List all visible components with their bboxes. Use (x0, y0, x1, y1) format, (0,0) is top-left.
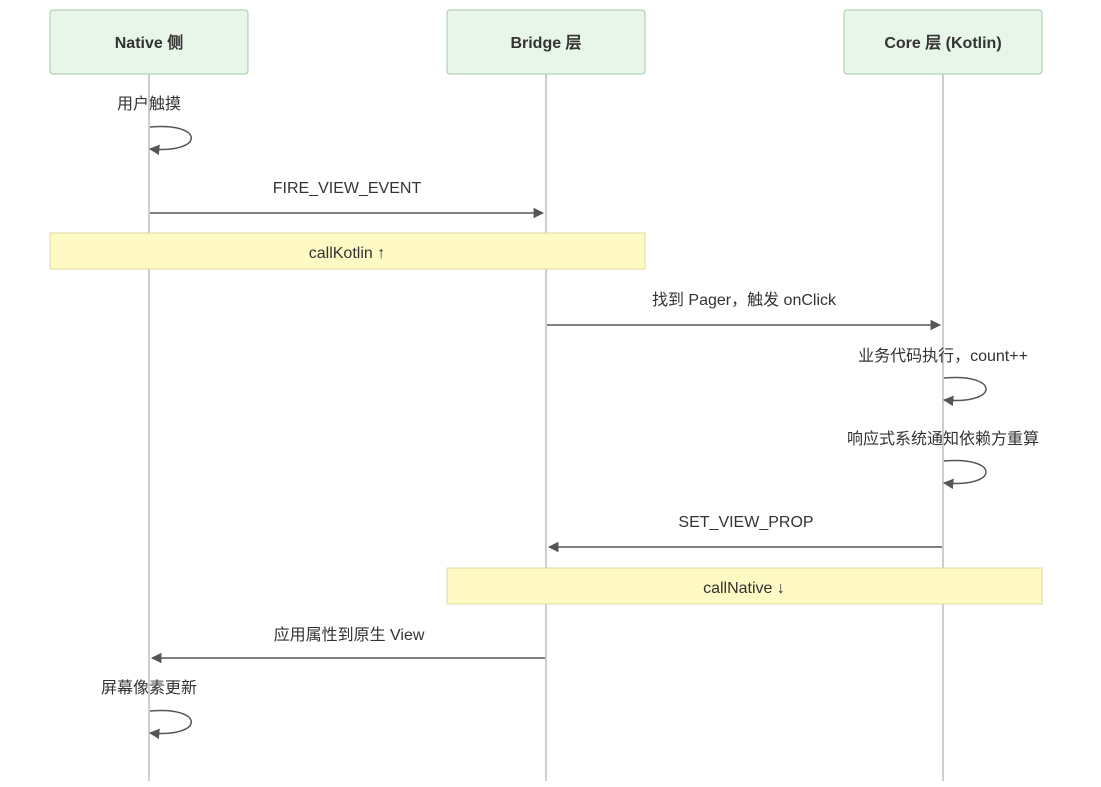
self-message-label: 用户触摸 (117, 95, 181, 113)
message-apply-props-to-view: 应用属性到原生 View (150, 625, 545, 664)
message-label: 找到 Pager，触发 onClick (652, 291, 837, 309)
message-label: 应用属性到原生 View (274, 625, 425, 644)
self-message-reactive-recompute: 响应式系统通知依赖方重算 (847, 429, 1039, 490)
note-label: callKotlin ↑ (309, 245, 385, 262)
self-message-screen-update: 屏幕像素更新 (101, 679, 197, 740)
actor-native: Native 侧 (49, 9, 249, 75)
message-set-view-prop: SET_VIEW_PROP (547, 514, 942, 553)
note-call-native: callNative ↓ (446, 567, 1043, 605)
message-label: SET_VIEW_PROP (678, 514, 813, 531)
self-message-label: 业务代码执行，count++ (858, 347, 1028, 365)
self-message-label: 响应式系统通知依赖方重算 (847, 429, 1039, 448)
note-call-kotlin: callKotlin ↑ (49, 232, 646, 270)
self-message-user-touch: 用户触摸 (117, 95, 192, 156)
self-message-business-code: 业务代码执行，count++ (858, 347, 1028, 407)
message-fire-view-event: FIRE_VIEW_EVENT (150, 180, 545, 219)
self-message-label: 屏幕像素更新 (101, 679, 197, 697)
actor-bridge: Bridge 层 (446, 9, 646, 75)
note-label: callNative ↓ (703, 580, 785, 597)
actor-core: Core 层 (Kotlin) (843, 9, 1043, 75)
actor-label-bridge: Bridge 层 (510, 34, 581, 52)
message-find-pager-onclick: 找到 Pager，触发 onClick (547, 291, 942, 331)
actor-label-native: Native 侧 (115, 33, 183, 52)
message-label: FIRE_VIEW_EVENT (273, 180, 422, 197)
actor-label-core: Core 层 (Kotlin) (884, 34, 1001, 52)
